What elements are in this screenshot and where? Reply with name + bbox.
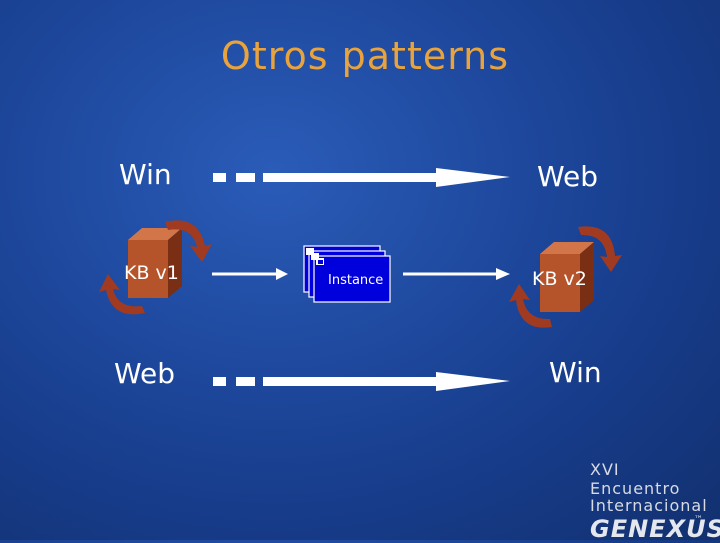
top-transition-arrow: [213, 168, 510, 187]
logo-trademark: ™: [694, 515, 703, 525]
logo-line-1: XVI Encuentro: [590, 460, 681, 498]
instance-to-kb2-arrow: [403, 268, 510, 280]
bottom-left-label: Web: [114, 357, 176, 390]
genexus-logo: XVI Encuentro Internacional GENEXUS ™: [590, 460, 720, 543]
kb-v2-label: KB v2: [532, 268, 587, 290]
kb-v1-label: KB v1: [124, 262, 179, 284]
bottom-transition-arrow: [213, 372, 510, 391]
instance-windows: [303, 245, 391, 303]
logo-brand: GENEXUS: [590, 515, 720, 543]
logo-line-2: Internacional: [590, 496, 708, 515]
kb-v2-cube: [540, 242, 594, 312]
kb-v1-cube: [128, 228, 182, 298]
kb1-to-instance-arrow: [212, 268, 288, 280]
kb-v1-cycle-arrows: [99, 220, 212, 315]
top-right-label: Web: [537, 160, 599, 193]
top-left-label: Win: [119, 158, 172, 191]
kb-v2-cycle-arrows: [509, 226, 622, 328]
instance-label: Instance: [328, 273, 384, 288]
slide-title: Otros patterns: [220, 34, 510, 78]
bottom-right-label: Win: [549, 356, 602, 389]
